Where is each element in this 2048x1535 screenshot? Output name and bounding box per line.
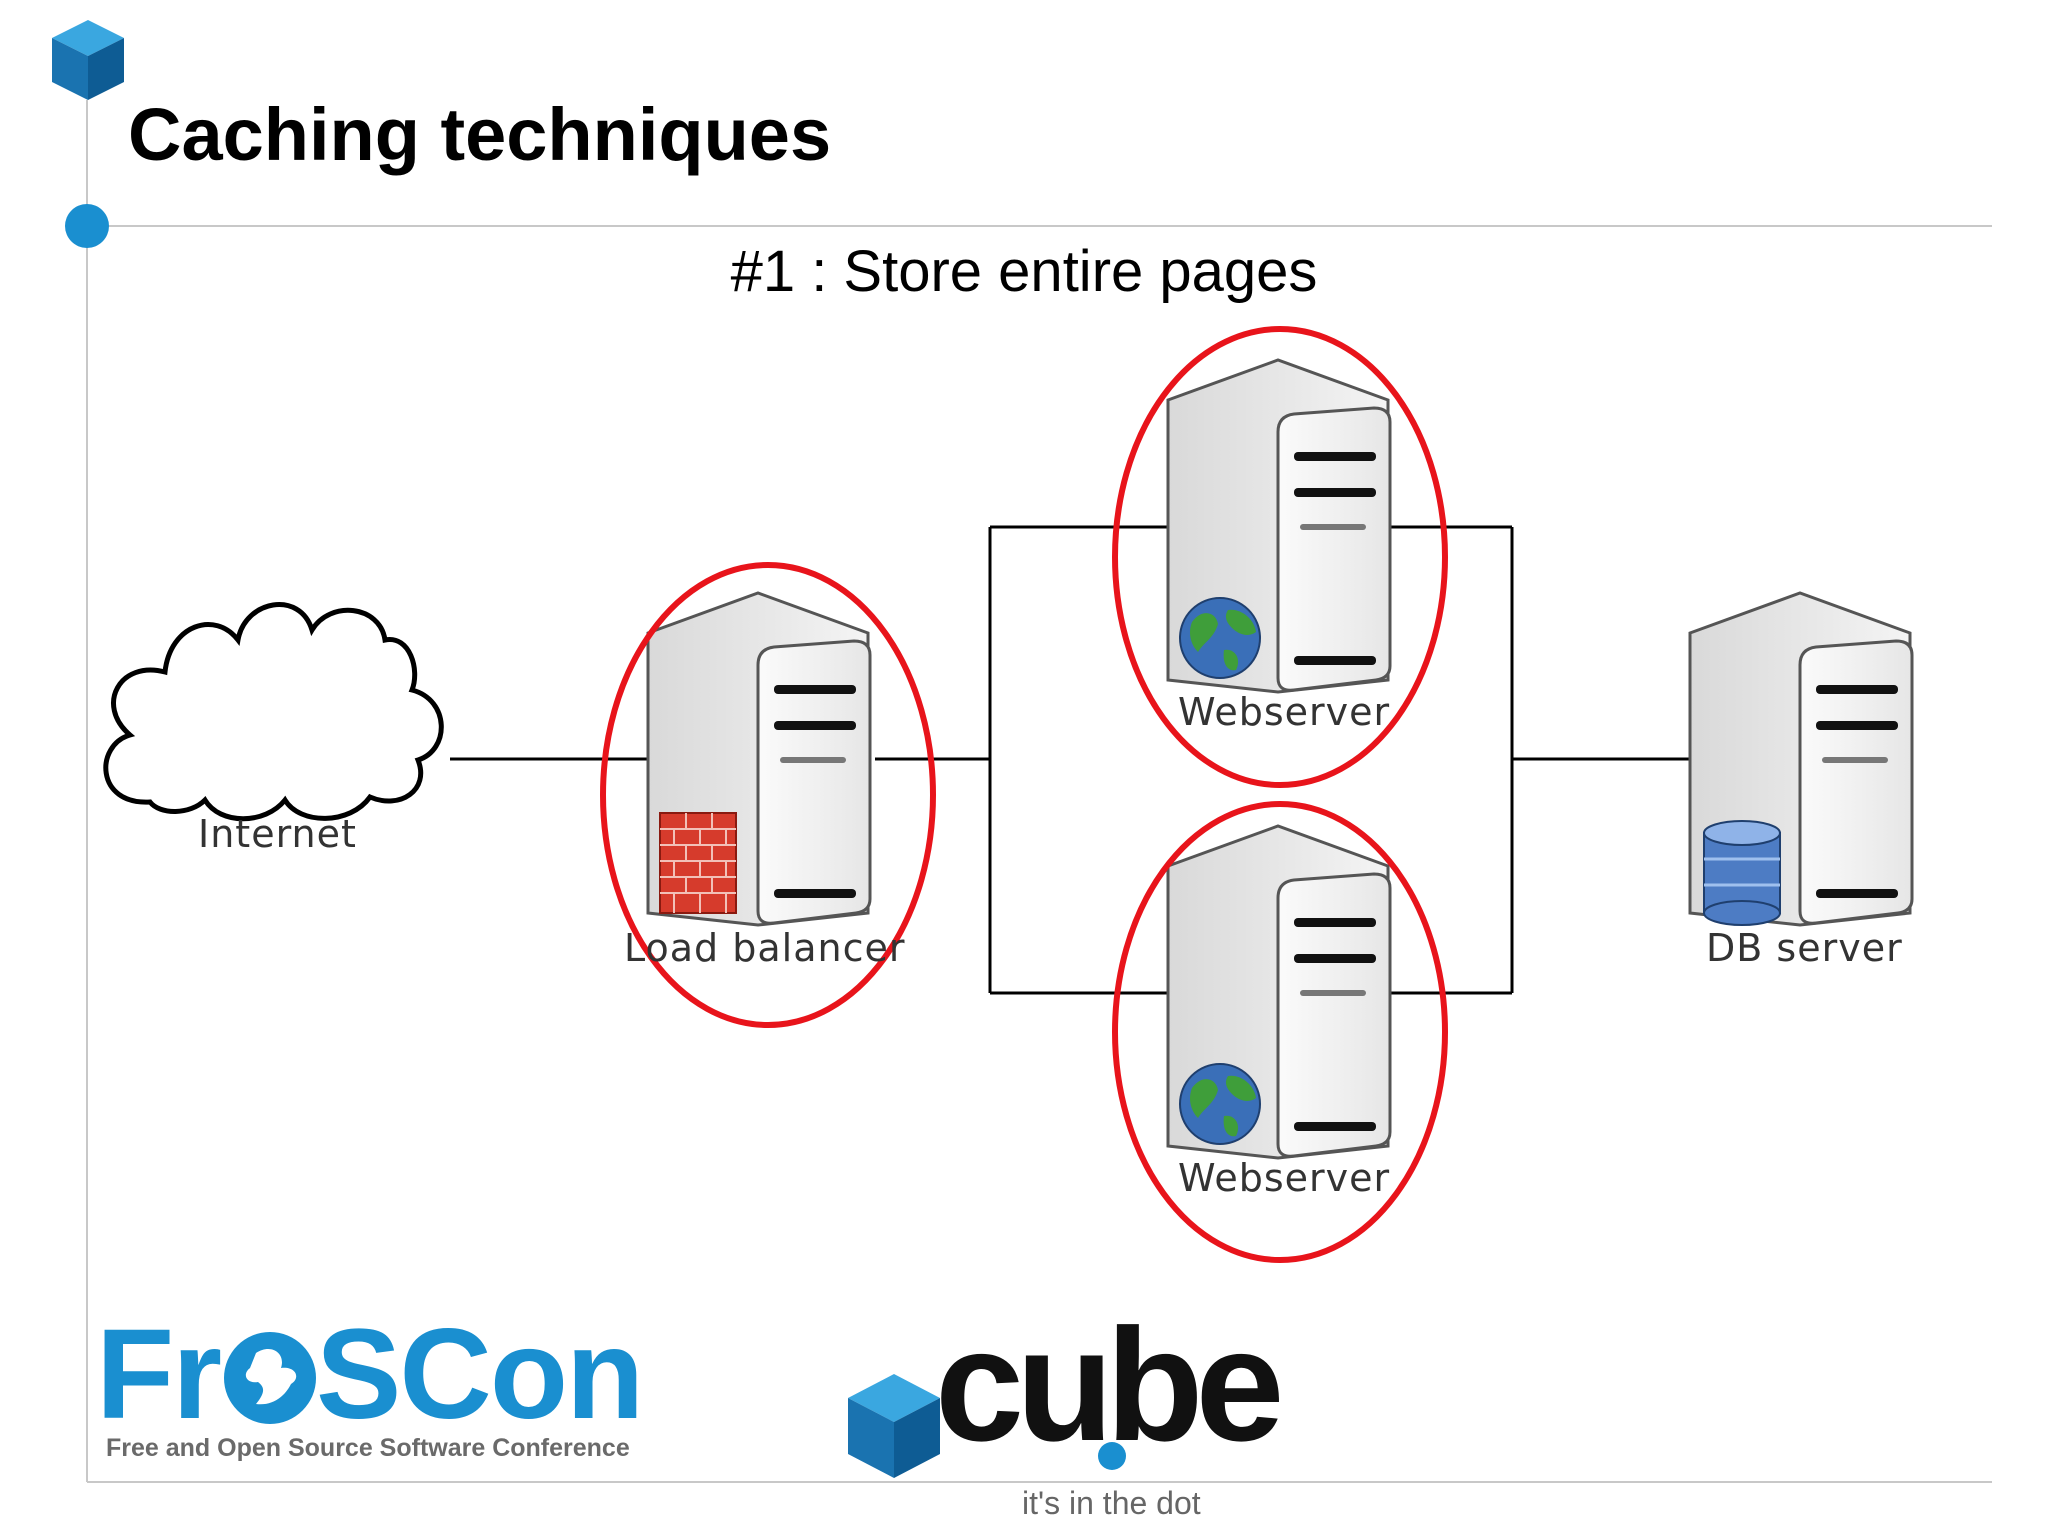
db-server-icon — [1688, 591, 1914, 927]
database-icon — [1703, 820, 1781, 926]
svg-text:Fr: Fr — [96, 1318, 220, 1428]
globe-icon — [1179, 1063, 1261, 1145]
node-label-load-balancer: Load balancer — [624, 926, 906, 970]
highlight-webserver-2 — [1112, 801, 1448, 1263]
highlight-load-balancer — [600, 562, 936, 1028]
node-label-webserver-1: Webserver — [1178, 690, 1391, 734]
node-label-db-server: DB server — [1706, 926, 1903, 970]
connection-lines — [450, 525, 1690, 995]
cube-dot-icon — [1098, 1442, 1126, 1470]
node-label-webserver-2: Webserver — [1178, 1156, 1391, 1200]
slide-subtitle: #1 : Store entire pages — [730, 239, 1318, 304]
froscon-lizard-icon — [224, 1332, 316, 1424]
froscon-logo: Fr SCon — [96, 1318, 644, 1428]
cloud-icon — [103, 602, 444, 822]
cube-corner-icon — [52, 20, 124, 100]
slide-title: Caching techniques — [128, 93, 832, 176]
cube-tagline: it's in the dot — [1022, 1485, 1201, 1521]
froscon-tagline: Free and Open Source Software Conference — [106, 1434, 630, 1462]
load-balancer-server-icon — [646, 591, 872, 927]
highlight-webserver-1 — [1112, 326, 1448, 788]
svg-text:SCon: SCon — [316, 1318, 642, 1428]
cube-logo-wordmark: cube — [935, 1295, 1284, 1474]
highlight-circles — [600, 326, 1448, 1263]
cube-logo-icon — [848, 1374, 940, 1478]
firewall-brick-icon — [659, 812, 737, 914]
node-label-internet: Internet — [198, 812, 357, 856]
webserver-2-server-icon — [1166, 824, 1392, 1160]
accent-dot-icon — [65, 204, 109, 248]
webserver-1-server-icon — [1166, 358, 1392, 694]
globe-icon — [1179, 597, 1261, 679]
